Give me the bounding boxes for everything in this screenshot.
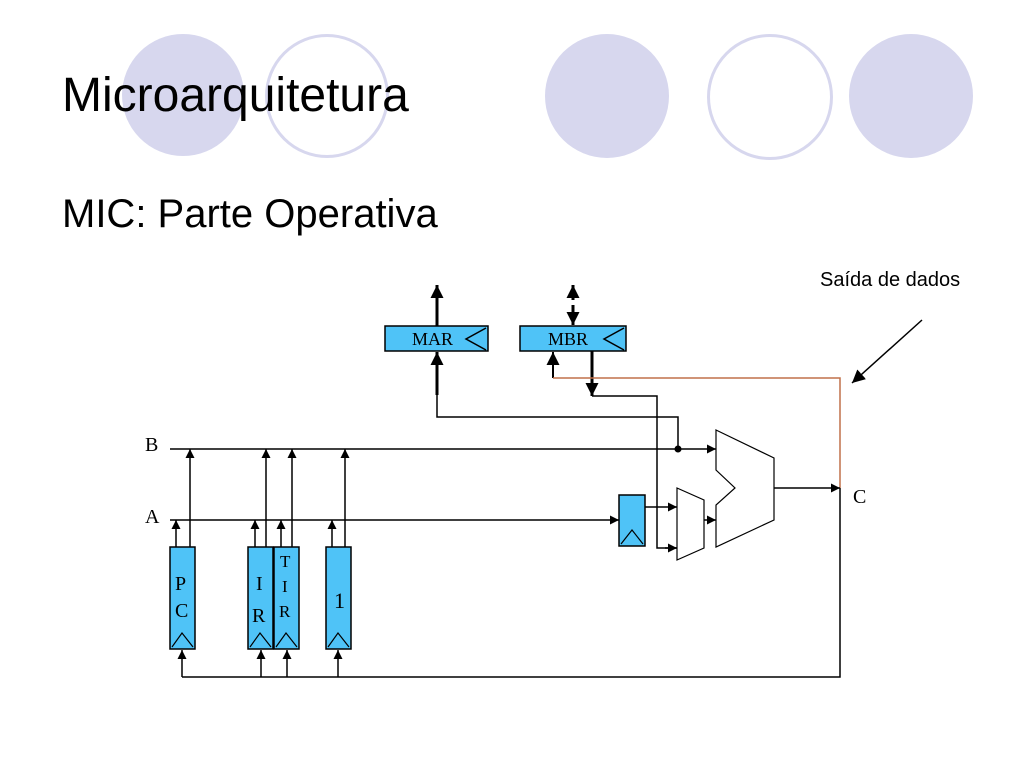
c-bus-return [182,488,841,678]
c-bus-line [553,377,841,488]
decor-circle-3 [545,34,669,158]
bus-a-label: A [145,506,160,528]
mar-input-path [436,395,679,449]
bus-c-label: C [853,486,866,508]
decor-circle-1 [122,34,244,156]
a-mux [676,487,705,561]
decor-circle-2 [265,34,389,158]
one-label: 1 [334,588,345,613]
mar-clock-symbol [464,327,487,351]
tir-label-line1: T [280,552,291,571]
decor-circle-4 [707,34,833,160]
ir-label-line1: I [256,573,263,595]
mbr-register [519,325,627,352]
tir-register [273,546,300,650]
pc-register [169,546,196,650]
annotation-arrow [851,319,923,384]
slide-title: Microarquitetura [62,69,409,122]
one-register [325,546,352,650]
ir-register [247,546,274,650]
tir-label-line2: I [282,577,288,596]
ir-label-line2: R [252,605,266,627]
alu [715,429,775,548]
tir-label-line3: R [279,602,291,621]
decor-circle-5 [849,34,973,158]
mar-label: MAR [412,329,453,349]
output-annotation: Saída de dados [820,269,960,291]
pc-label-line1: P [175,573,186,595]
slide-subtitle: MIC: Parte Operativa [62,192,438,236]
mbr-clock-symbol [602,327,625,351]
a-latch-register [618,494,646,547]
pc-label-line2: C [175,600,188,622]
mbr-label: MBR [548,329,588,349]
bus-b-label: B [145,434,158,456]
